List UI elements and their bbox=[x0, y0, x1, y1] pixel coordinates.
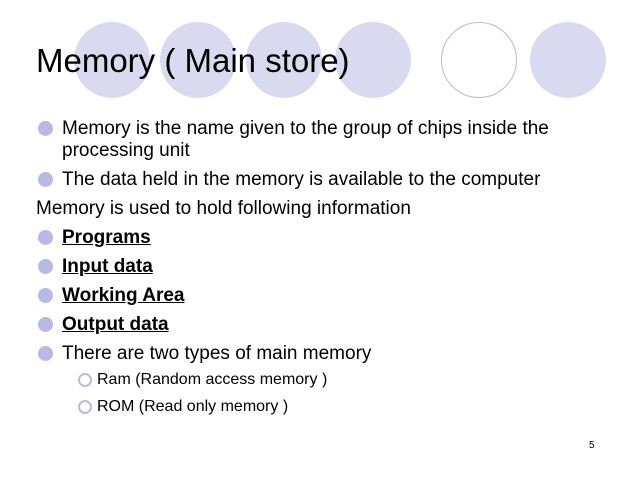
bullet-icon bbox=[38, 172, 53, 187]
bullet-text: Input data bbox=[62, 256, 153, 277]
bullet-item: Memory is the name given to the group of… bbox=[36, 118, 616, 162]
bullet-item-working-area: Working Area bbox=[36, 285, 616, 307]
bullet-item-input-data: Input data bbox=[36, 256, 616, 278]
sub-bullet-item: Ram (Random access memory ) bbox=[76, 370, 616, 389]
decorative-circle bbox=[160, 22, 236, 98]
bullet-item: There are two types of main memory bbox=[36, 343, 616, 365]
sub-bullet-item: ROM (Read only memory ) bbox=[76, 397, 616, 416]
bullet-text: Programs bbox=[62, 227, 151, 248]
bullet-icon bbox=[38, 259, 53, 274]
bullet-text: Working Area bbox=[62, 285, 185, 306]
sub-bullet-text: ROM (Read only memory ) bbox=[97, 398, 289, 415]
slide-number: 5 bbox=[589, 440, 595, 451]
bullet-icon bbox=[38, 121, 53, 136]
bullet-text: Output data bbox=[62, 314, 169, 335]
sub-bullet-text: Ram (Random access memory ) bbox=[97, 371, 328, 388]
bullet-icon bbox=[38, 346, 53, 361]
decorative-circle bbox=[246, 22, 322, 98]
slide-title: Memory ( Main store) bbox=[36, 42, 350, 79]
decorative-circle bbox=[530, 22, 606, 98]
bullet-item: The data held in the memory is available… bbox=[36, 169, 616, 191]
bullet-text: The data held in the memory is available… bbox=[62, 169, 541, 190]
bullet-item-output-data: Output data bbox=[36, 314, 616, 336]
intro-text: Memory is used to hold following informa… bbox=[36, 198, 411, 219]
bullet-icon bbox=[38, 288, 53, 303]
decorative-circle-outline bbox=[441, 22, 517, 98]
hollow-bullet-icon bbox=[78, 373, 92, 387]
bullet-item-programs: Programs bbox=[36, 227, 616, 249]
decorative-circle bbox=[335, 22, 411, 98]
bullet-text: There are two types of main memory bbox=[62, 343, 372, 364]
sub-bullet-list: Ram (Random access memory ) ROM (Read on… bbox=[76, 370, 616, 416]
hollow-bullet-icon bbox=[78, 400, 92, 414]
bullet-text: Memory is the name given to the group of… bbox=[62, 118, 549, 161]
bullet-icon bbox=[38, 230, 53, 245]
bullet-icon bbox=[38, 317, 53, 332]
decorative-circle bbox=[74, 22, 150, 98]
slide-body: Memory is the name given to the group of… bbox=[36, 118, 616, 424]
